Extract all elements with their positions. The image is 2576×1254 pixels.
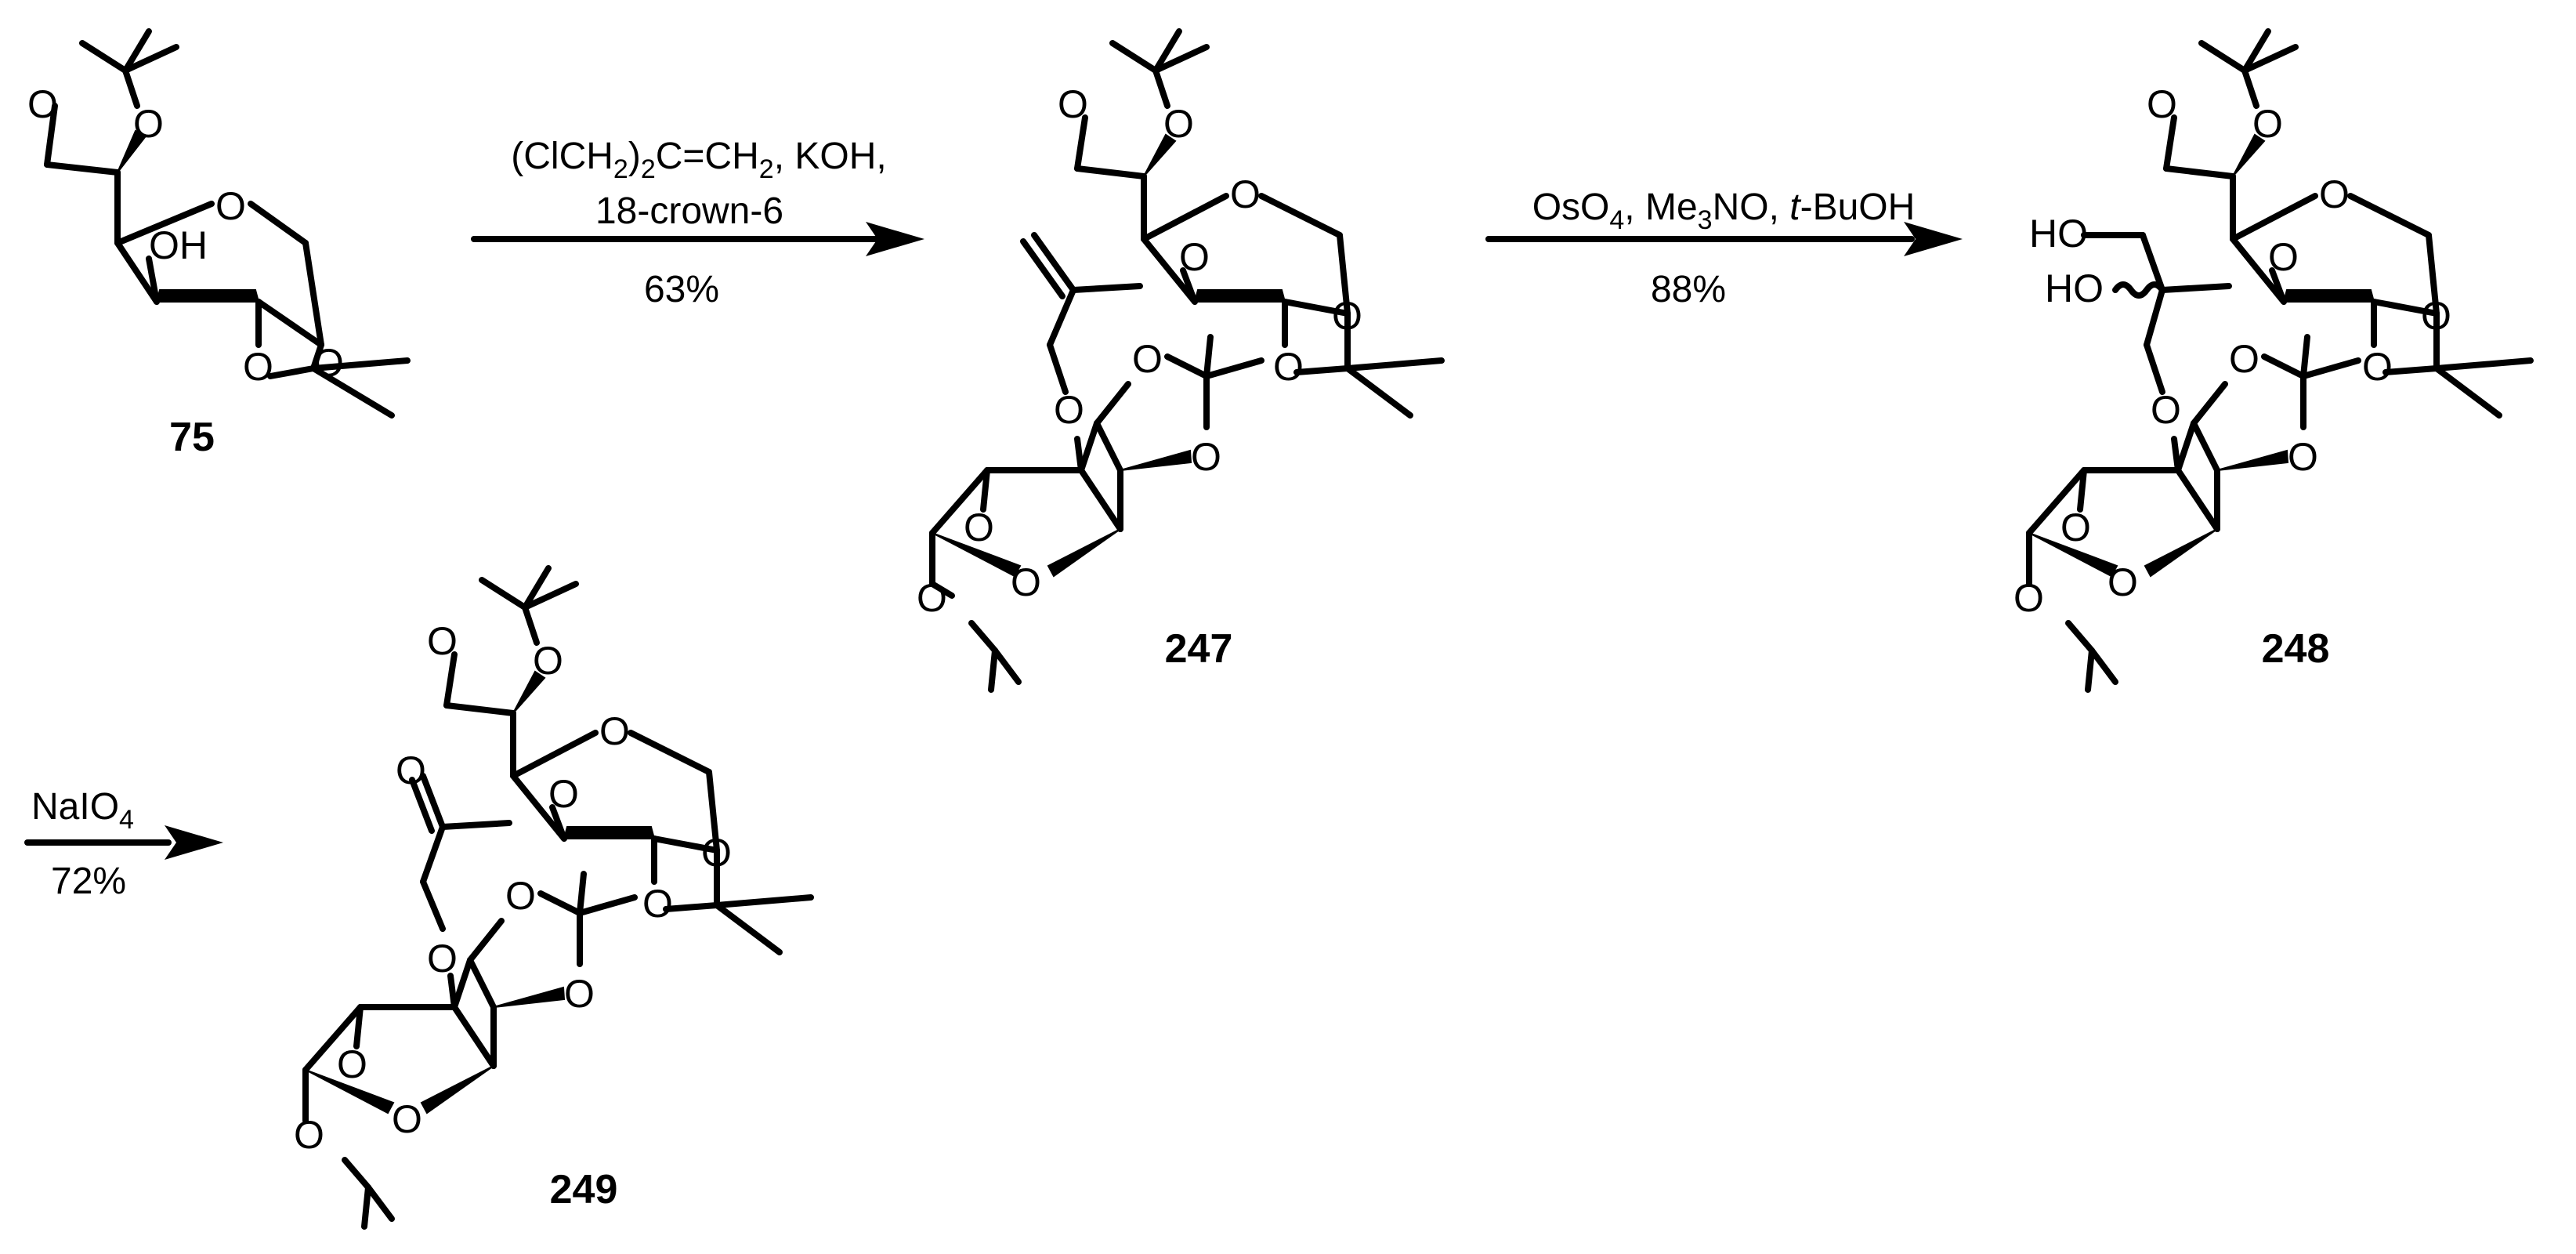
reagents-1-part-b: ) bbox=[628, 136, 641, 177]
atom-o-247-d: O bbox=[1273, 345, 1304, 389]
atom-o-248-d: O bbox=[2362, 345, 2393, 389]
atom-o-249-d: O bbox=[642, 882, 673, 926]
reagents-1-part-d: , KOH, bbox=[774, 136, 887, 177]
compound-247-structure bbox=[929, 28, 1445, 693]
reagents-3-sub-1: 4 bbox=[119, 805, 134, 835]
reagents-2: OsO4, Me3NO, t-BuOH bbox=[1532, 187, 1916, 235]
reagents-1-sub-3: 2 bbox=[759, 154, 774, 184]
yield-2: 88% bbox=[1651, 269, 1726, 310]
atom-o-248-h: O bbox=[2288, 435, 2318, 479]
atom-o-247-h: O bbox=[1191, 435, 1221, 479]
reagents-2-part-a: OsO bbox=[1532, 187, 1610, 228]
atom-o-249-f: O bbox=[427, 937, 458, 980]
compound-75-structure bbox=[44, 28, 411, 419]
compound-label-248: 248 bbox=[2262, 626, 2330, 672]
atom-o-247-j: O bbox=[1011, 560, 1041, 604]
atom-o-247-a: O bbox=[1058, 82, 1088, 126]
atom-o-247-c: O bbox=[1179, 235, 1210, 279]
atom-o-248-c: O bbox=[2268, 235, 2299, 279]
atom-o-75-a: O bbox=[27, 82, 58, 126]
atom-o-75-c: O bbox=[243, 345, 273, 389]
reagents-1-part-a: (ClCH bbox=[511, 136, 613, 177]
atom-o-249-b: O bbox=[533, 639, 563, 683]
atom-ho-248-b: HO bbox=[2045, 266, 2104, 310]
atom-o-248-b: O bbox=[2252, 102, 2283, 146]
reagents-2-italic: t bbox=[1789, 187, 1801, 228]
atom-o-248-ring: O bbox=[2319, 172, 2350, 216]
atom-o-75-ring: O bbox=[215, 184, 246, 228]
reagents-3: NaIO4 bbox=[31, 786, 134, 835]
compound-label-75: 75 bbox=[169, 415, 215, 460]
atom-o-249-g: O bbox=[505, 874, 536, 918]
compound-label-247: 247 bbox=[1165, 626, 1233, 672]
reagents-2-sub-2: 3 bbox=[1698, 205, 1713, 235]
reagents-1-line1: (ClCH2)2C=CH2, KOH, bbox=[511, 136, 886, 184]
atom-o-247-g: O bbox=[1132, 337, 1163, 381]
reagents-2-part-d: -BuOH bbox=[1800, 187, 1916, 228]
reagents-1-sub-2: 2 bbox=[641, 154, 656, 184]
reagents-1-part-c: C=CH bbox=[656, 136, 759, 177]
atom-o-249-k: O bbox=[294, 1113, 324, 1157]
reagents-1-line2: 18-crown-6 bbox=[595, 190, 783, 232]
reagents-3-part-a: NaIO bbox=[31, 786, 119, 828]
atom-o-249-c: O bbox=[548, 772, 579, 816]
atom-o-248-j: O bbox=[2107, 560, 2138, 604]
atom-o-249-ring: O bbox=[599, 709, 630, 753]
atom-o-75-b: O bbox=[133, 102, 164, 146]
atom-oh-75: OH bbox=[149, 223, 208, 267]
compound-249-structure bbox=[302, 565, 814, 1230]
atom-o-247-k: O bbox=[917, 576, 947, 620]
reagents-1-sub-1: 2 bbox=[613, 154, 628, 184]
reagents-2-sub-1: 4 bbox=[1609, 205, 1624, 235]
atom-ho-248-a: HO bbox=[2029, 212, 2088, 256]
reaction-arrow-1 bbox=[471, 222, 924, 256]
reagents-2-part-b: , Me bbox=[1624, 187, 1697, 228]
atom-o-248-f: O bbox=[2151, 388, 2181, 432]
atom-o-249-j: O bbox=[392, 1097, 422, 1141]
atom-o-248-g: O bbox=[2229, 337, 2259, 381]
atom-o-248-i: O bbox=[2060, 506, 2091, 549]
atom-o-75-d: O bbox=[313, 341, 344, 385]
yield-1: 63% bbox=[644, 269, 719, 310]
atom-o-248-e: O bbox=[2421, 294, 2451, 338]
atom-o-249-e: O bbox=[701, 831, 732, 875]
atom-o-247-i: O bbox=[964, 506, 994, 549]
reaction-arrow-2 bbox=[1485, 222, 1963, 256]
atom-o-247-f: O bbox=[1054, 388, 1084, 432]
compound-248-structure bbox=[2026, 28, 2534, 693]
atom-o-248-k: O bbox=[2013, 576, 2044, 620]
reaction-arrow-3 bbox=[24, 825, 223, 860]
atom-o-249-a: O bbox=[427, 619, 458, 663]
atom-o-249-ketone: O bbox=[396, 748, 426, 792]
atom-o-249-h: O bbox=[564, 972, 595, 1016]
atom-o-247-ring: O bbox=[1230, 172, 1261, 216]
atom-o-248-a: O bbox=[2147, 82, 2177, 126]
atom-o-249-i: O bbox=[337, 1042, 367, 1086]
reagents-2-part-c: NO, bbox=[1713, 187, 1790, 228]
atom-o-247-b: O bbox=[1163, 102, 1194, 146]
compound-label-249: 249 bbox=[550, 1167, 618, 1212]
yield-3: 72% bbox=[51, 861, 126, 902]
atom-o-247-e: O bbox=[1332, 294, 1362, 338]
